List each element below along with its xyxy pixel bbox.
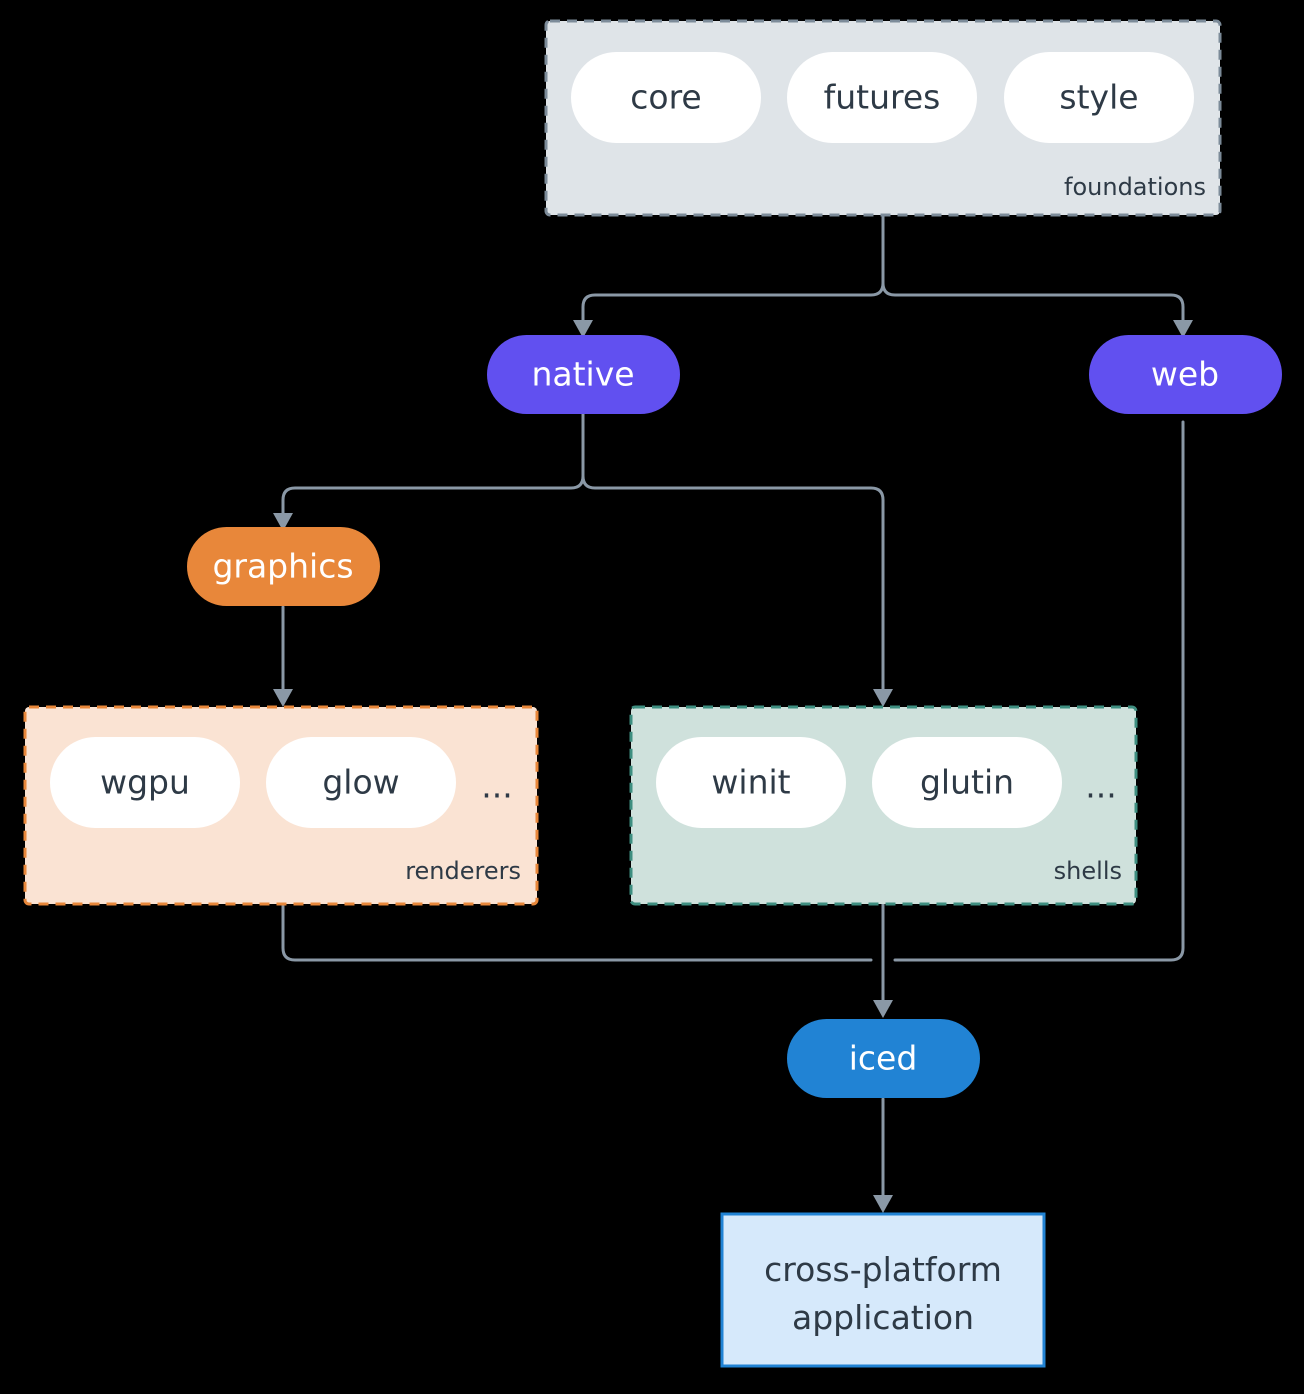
group-foundations-label: foundations bbox=[1064, 173, 1206, 201]
pill-futures[interactable]: futures bbox=[787, 52, 977, 143]
application-label-line1: cross-platform bbox=[764, 1250, 1002, 1289]
pill-core-label: core bbox=[630, 78, 701, 117]
pill-futures-shape bbox=[787, 52, 977, 143]
node-graphics-label: graphics bbox=[212, 547, 353, 586]
pill-style[interactable]: style bbox=[1004, 52, 1194, 143]
shells-ellipsis: ... bbox=[1085, 767, 1116, 806]
pill-winit[interactable]: winit bbox=[656, 737, 846, 828]
pill-wgpu-label: wgpu bbox=[100, 763, 190, 802]
pill-wgpu[interactable]: wgpu bbox=[50, 737, 240, 828]
node-web[interactable]: web bbox=[1089, 335, 1282, 414]
arrowhead-web-top bbox=[1173, 320, 1193, 338]
pill-glow[interactable]: glow bbox=[266, 737, 456, 828]
arrowhead-iced-top bbox=[873, 1000, 893, 1018]
node-iced-shape bbox=[787, 1019, 980, 1098]
application-label-line2: application bbox=[792, 1298, 974, 1337]
pill-core-shape bbox=[571, 52, 761, 143]
node-native[interactable]: native bbox=[487, 335, 680, 414]
arrowhead-renderers-top bbox=[273, 689, 293, 707]
pill-style-shape bbox=[1004, 52, 1194, 143]
node-web-label: web bbox=[1151, 355, 1219, 394]
arrowhead-application-top bbox=[873, 1195, 893, 1213]
node-graphics[interactable]: graphics bbox=[187, 527, 380, 606]
pill-core[interactable]: core bbox=[571, 52, 761, 143]
edge-native-to-graphics bbox=[281, 474, 585, 518]
pill-winit-shape bbox=[656, 737, 846, 828]
group-shells-label: shells bbox=[1054, 857, 1122, 885]
pill-glow-shape bbox=[266, 737, 456, 828]
edge-web-to-iced bbox=[893, 420, 1185, 962]
arrowhead-native-top bbox=[573, 320, 593, 338]
group-renderers-label: renderers bbox=[405, 857, 521, 885]
pill-glow-label: glow bbox=[322, 763, 399, 802]
pill-glutin[interactable]: glutin bbox=[872, 737, 1062, 828]
node-cross-platform-application[interactable]: cross-platform application bbox=[720, 1212, 1046, 1368]
pill-glutin-label: glutin bbox=[920, 763, 1014, 802]
application-box bbox=[720, 1212, 1046, 1368]
group-shells[interactable]: winit glutin ... shells bbox=[629, 705, 1138, 906]
node-iced-label: iced bbox=[849, 1039, 918, 1078]
edge-layer bbox=[273, 213, 1193, 1213]
node-native-label: native bbox=[531, 355, 634, 394]
renderers-ellipsis: ... bbox=[481, 767, 512, 806]
node-graphics-shape bbox=[187, 527, 380, 606]
pill-winit-label: winit bbox=[711, 763, 790, 802]
edge-native-to-shells bbox=[581, 474, 885, 692]
pill-style-label: style bbox=[1059, 78, 1138, 117]
pill-glutin-shape bbox=[872, 737, 1062, 828]
node-web-shape bbox=[1089, 335, 1282, 414]
group-renderers[interactable]: wgpu glow ... renderers bbox=[23, 705, 539, 906]
edge-foundations-to-native bbox=[581, 281, 885, 325]
group-foundations[interactable]: core futures style foundations bbox=[544, 19, 1222, 217]
node-iced[interactable]: iced bbox=[787, 1019, 980, 1098]
pill-wgpu-shape bbox=[50, 737, 240, 828]
node-native-shape bbox=[487, 335, 680, 414]
edge-foundations-to-web bbox=[881, 281, 1185, 325]
arrowhead-shells-top bbox=[873, 689, 893, 707]
edge-renderers-to-iced bbox=[281, 902, 873, 962]
pill-futures-label: futures bbox=[824, 78, 941, 117]
arrowhead-graphics-top bbox=[273, 513, 293, 531]
